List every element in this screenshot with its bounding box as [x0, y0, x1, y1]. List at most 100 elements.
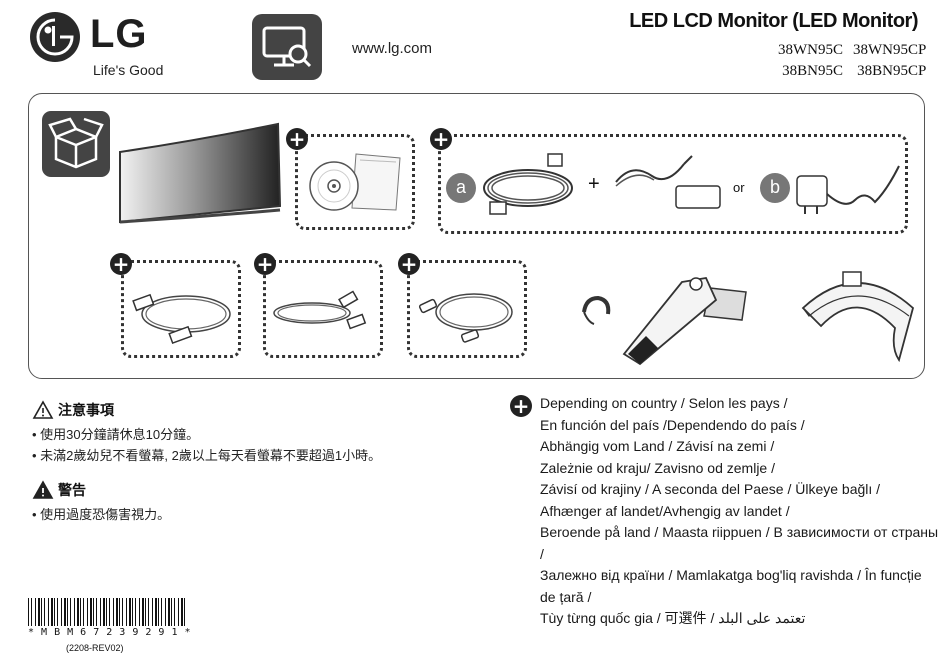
country-line: Beroende på land / Maasta riippuen / В з… [540, 524, 939, 562]
optional-plus-icon: + [286, 128, 308, 150]
barcode-bar [70, 598, 71, 626]
barcode-bar [139, 598, 140, 626]
barcode-bar [74, 598, 75, 626]
barcode-bar [83, 598, 84, 626]
barcode-bar [165, 598, 166, 626]
website-icon [252, 14, 322, 80]
barcode-bar [93, 598, 94, 626]
wall-adapter-icon [795, 160, 905, 225]
barcode-bar [57, 598, 58, 626]
optional-plus-icon: + [430, 128, 452, 150]
barcode-bar [54, 598, 55, 626]
barcode-bar [181, 598, 183, 626]
ac-adapter-icon [612, 152, 722, 219]
barcode-bar [135, 598, 136, 626]
optional-plus-icon: + [398, 253, 420, 275]
country-line: Tùy từng quốc gia / 可選件 / تعتمد على البل… [540, 610, 806, 626]
displayport-cable-icon [270, 285, 374, 346]
cd-manual-group [295, 134, 415, 230]
warning-item: • 使用過度恐傷害視力。 [32, 507, 171, 522]
optional-plus-icon: + [110, 253, 132, 275]
cd-disc-icon [308, 150, 406, 221]
hdmi-cable-icon [130, 282, 234, 353]
components-panel [28, 93, 925, 379]
power-cord-icon [480, 150, 585, 227]
caution-item: • 使用30分鐘請休息10分鐘。 [32, 427, 200, 442]
barcode-bar [168, 598, 170, 626]
barcode-bar [100, 598, 101, 626]
barcode-bar [77, 598, 79, 626]
barcode-bar [152, 598, 153, 626]
barcode-bar [113, 598, 114, 626]
barcode-bar [51, 598, 53, 626]
cable-group-2 [263, 260, 383, 358]
barcode-bar [90, 598, 92, 626]
barcode-bar [155, 598, 157, 626]
barcode-bar [48, 598, 49, 626]
country-line: Залежно від країни / Mamlakatga bog'liq … [540, 567, 922, 605]
barcode-bar [80, 598, 81, 626]
lg-logo-icon [30, 12, 80, 62]
plus-between-label: + [588, 173, 600, 195]
caution-section: 注意事項 • 使用30分鐘請休息10分鐘。 • 未滿2歲幼兒不看螢幕, 2歲以上… [32, 400, 472, 525]
model-number: 38BN95C [782, 63, 843, 79]
caution-item: • 未滿2歲幼兒不看螢幕, 2歲以上每天看螢幕不要超過1小時。 [32, 448, 382, 463]
barcode-bar [132, 598, 133, 626]
barcode-bar [96, 598, 97, 626]
barcode-bar [31, 598, 32, 626]
caution-triangle-icon [32, 400, 54, 419]
barcode-bar [64, 598, 66, 626]
barcode-bar [148, 598, 149, 626]
or-label: or [733, 180, 745, 195]
warning-title: 警告 [58, 482, 86, 498]
barcode-bar [178, 598, 179, 626]
barcode-bar [142, 598, 144, 626]
revision-label: (2208-REV02) [66, 643, 124, 653]
model-list: 38WN95C 38WN95CP 38BN95C 38BN95CP [778, 42, 926, 80]
curved-monitor-image [115, 122, 285, 237]
usb-c-cable-icon [414, 282, 518, 353]
barcode-bar [106, 598, 107, 626]
barcode-bar [145, 598, 146, 626]
warning-triangle-icon [32, 480, 54, 499]
barcode-bar [171, 598, 172, 626]
barcode-bar [67, 598, 68, 626]
model-number: 38WN95C [778, 42, 843, 58]
model-number: 38BN95CP [857, 63, 927, 79]
barcode-bar [44, 598, 45, 626]
barcode-bar [109, 598, 110, 626]
caution-title: 注意事項 [58, 402, 114, 418]
stand-base-icon [795, 268, 925, 369]
option-b-badge: b [760, 173, 790, 203]
barcode-bar [158, 598, 159, 626]
barcode-bar [38, 598, 40, 626]
barcode-bar [87, 598, 88, 626]
cable-group-3 [407, 260, 527, 358]
model-number: 38WN95CP [853, 42, 927, 58]
barcode-bar [161, 598, 162, 626]
barcode-bar [174, 598, 175, 626]
barcode-bar [35, 598, 36, 626]
barcode-bar [61, 598, 62, 626]
barcode-bar [41, 598, 42, 626]
brand-name: LG [90, 12, 148, 56]
barcode-bar [116, 598, 118, 626]
stand-body-icon [620, 270, 760, 375]
barcode-bar [122, 598, 123, 626]
barcode-image [28, 598, 188, 626]
country-line: Afhænger af landet/Avhengig av landet / [540, 502, 790, 519]
website-url[interactable]: www.lg.com [352, 40, 433, 57]
barcode-bar [184, 598, 185, 626]
country-line: Abhängig vom Land / Závisí na zemi / [540, 438, 775, 454]
optional-plus-icon: + [254, 253, 276, 275]
country-line: Zależnie od kraju/ Zavisno od zemlje / [540, 459, 775, 476]
country-line: Závisí od krajiny / A seconda del Paese … [540, 481, 881, 497]
barcode-text: * M B M 6 7 2 3 9 2 9 1 * [28, 627, 192, 638]
country-line: Depending on country / Selon les pays / [540, 395, 788, 411]
barcode-bar [103, 598, 105, 626]
package-box-icon [42, 111, 110, 177]
product-title: LED LCD Monitor (LED Monitor) [629, 10, 918, 32]
brand-tagline: Life's Good [93, 62, 164, 78]
barcode-bar [28, 598, 29, 626]
barcode-bar [126, 598, 127, 626]
